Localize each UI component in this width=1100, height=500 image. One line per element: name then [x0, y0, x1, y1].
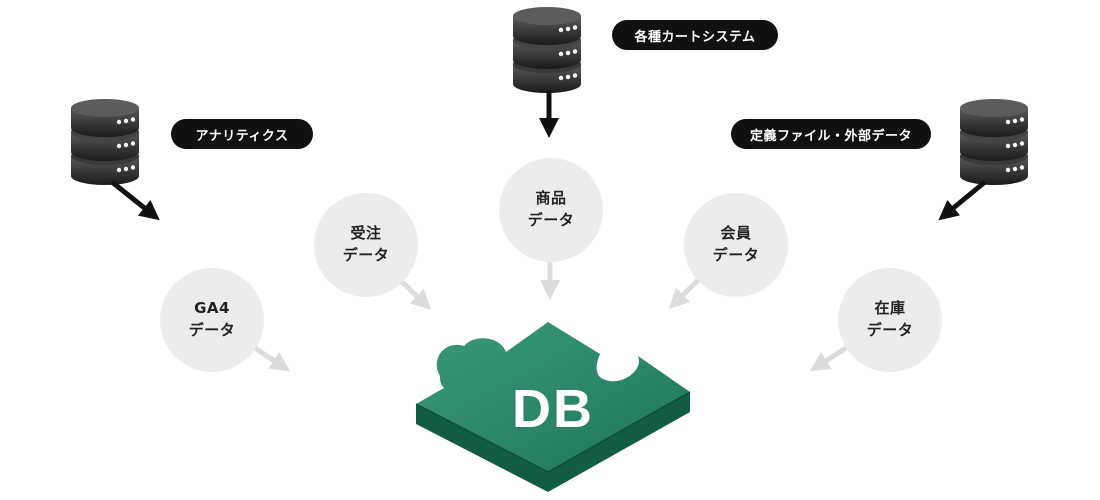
bubble-line2: データ: [527, 211, 575, 229]
bubble-line1: 在庫: [874, 299, 906, 318]
analytics-database-icon: [71, 99, 139, 185]
files-arrow: [938, 180, 987, 221]
analytics-arrow: [110, 180, 160, 221]
member-data-bubble: 会員 データ: [684, 193, 788, 297]
order-arrow: [398, 278, 432, 310]
files-database-icon: [960, 99, 1028, 185]
inventory-arrow: [809, 345, 848, 372]
ga4-data-bubble: GA4 データ: [160, 268, 264, 372]
bubble-line2: データ: [342, 246, 390, 264]
bubble-line1: 会員: [720, 224, 752, 243]
bubble-line2: データ: [866, 321, 914, 339]
definition-files-label: 定義ファイル・外部データ: [731, 119, 931, 149]
product-data-bubble: 商品 データ: [499, 158, 603, 262]
member-arrow: [668, 278, 700, 310]
cart-system-label: 各種カートシステム: [612, 20, 778, 50]
bubble-line2: データ: [712, 246, 760, 264]
db-label: DB: [512, 379, 594, 439]
bubble-line1: 受注: [350, 224, 382, 243]
bubble-line1: 商品: [535, 189, 567, 208]
analytics-label: アナリティクス: [171, 119, 313, 149]
ga4-arrow: [250, 343, 291, 372]
inventory-data-bubble: 在庫 データ: [838, 268, 942, 372]
bubble-line1: GA4: [194, 299, 230, 318]
bubble-line2: データ: [188, 321, 236, 339]
puzzle-piece-icon: [415, 322, 691, 492]
order-data-bubble: 受注 データ: [314, 193, 418, 297]
cart-database-icon: [513, 7, 581, 93]
